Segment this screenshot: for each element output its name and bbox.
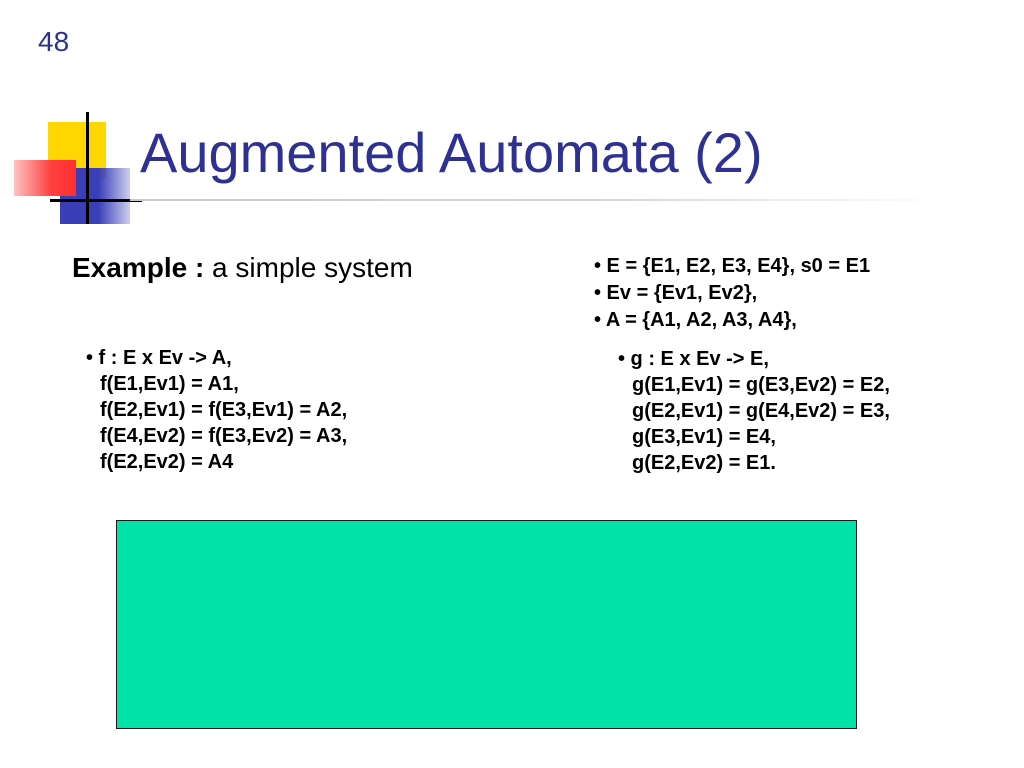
example-heading: Example : a simple system — [72, 252, 413, 284]
function-g-line: g(E3,Ev1) = E4, — [632, 426, 776, 448]
set-line-e: • E = {E1, E2, E3, E4}, s0 = E1 — [594, 255, 871, 277]
slide-number: 48 — [38, 26, 70, 57]
function-f-signature: • f : E x Ev -> A, — [86, 347, 232, 369]
function-f-definition: • f : E x Ev -> A, f(E1,Ev1) = A1, f(E2,… — [86, 345, 347, 475]
function-g-signature: • g : E x Ev -> E, — [618, 348, 769, 370]
title-underline — [130, 199, 950, 201]
function-f-line: f(E1,Ev1) = A1, — [100, 373, 239, 395]
function-g-definition: • g : E x Ev -> E, g(E1,Ev1) = g(E3,Ev2)… — [618, 346, 890, 476]
decoration-vertical-line — [86, 112, 89, 224]
set-definitions: • E = {E1, E2, E3, E4}, s0 = E1 • Ev = {… — [594, 253, 870, 334]
function-f-line: f(E4,Ev2) = f(E3,Ev2) = A3, — [100, 425, 348, 447]
function-f-line: f(E2,Ev1) = f(E3,Ev1) = A2, — [100, 399, 348, 421]
set-line-a: • A = {A1, A2, A3, A4}, — [594, 309, 797, 331]
set-line-ev: • Ev = {Ev1, Ev2}, — [594, 282, 758, 304]
function-g-line: g(E2,Ev1) = g(E4,Ev2) = E3, — [632, 400, 890, 422]
decoration-red-square — [14, 160, 76, 196]
example-text: a simple system — [204, 252, 413, 283]
function-f-line: f(E2,Ev2) = A4 — [100, 451, 234, 473]
function-g-line: g(E1,Ev1) = g(E3,Ev2) = E2, — [632, 374, 890, 396]
function-g-line: g(E2,Ev2) = E1. — [632, 452, 776, 474]
decoration-horizontal-line — [50, 199, 142, 202]
example-label: Example : — [72, 252, 205, 283]
slide-title: Augmented Automata (2) — [140, 121, 763, 184]
diagram-placeholder-box — [116, 520, 857, 729]
